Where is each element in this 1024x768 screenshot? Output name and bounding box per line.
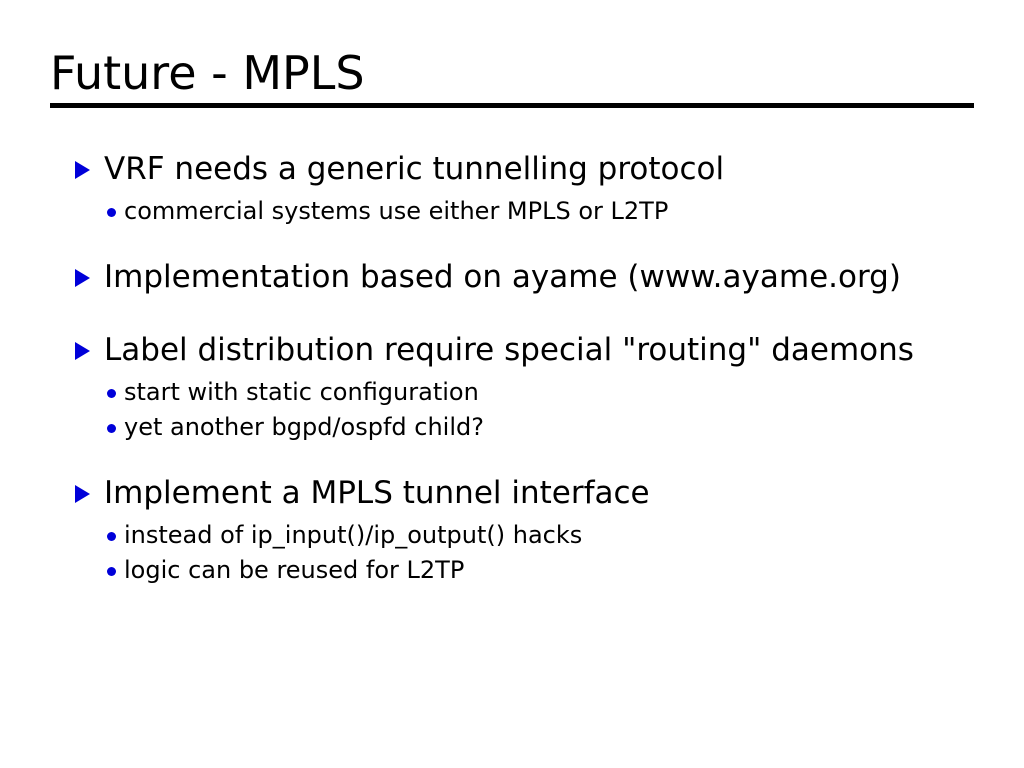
bullet-group-label-distribution: Label distribution require special "rout… xyxy=(0,326,1024,445)
bullet-level2-item: yet another bgpd/ospfd child? xyxy=(0,410,1024,445)
bullet-level2-item: logic can be reused for L2TP xyxy=(0,553,1024,588)
bullet-level2-text: start with static configuration xyxy=(124,378,479,406)
dot-icon xyxy=(107,567,116,576)
bullet-group-tunnel-interface: Implement a MPLS tunnel interface instea… xyxy=(0,469,1024,588)
dot-icon xyxy=(107,208,116,217)
triangle-right-icon xyxy=(75,269,90,287)
bullet-level1-implementation: Implementation based on ayame (www.ayame… xyxy=(0,253,1024,302)
bullet-level1-tunnel-interface: Implement a MPLS tunnel interface xyxy=(0,469,1024,518)
triangle-right-icon xyxy=(75,161,90,179)
triangle-right-icon xyxy=(75,342,90,360)
bullet-level2-item: instead of ip_input()/ip_output() hacks xyxy=(0,518,1024,553)
title-underline-rule xyxy=(50,103,974,108)
bullet-level2-text: logic can be reused for L2TP xyxy=(124,556,465,584)
dot-icon xyxy=(107,389,116,398)
bullet-level2-text: yet another bgpd/ospfd child? xyxy=(124,413,484,441)
bullet-level1-text: VRF needs a generic tunnelling protocol xyxy=(104,151,725,187)
dot-icon xyxy=(107,532,116,541)
dot-icon xyxy=(107,424,116,433)
bullet-level2-text: instead of ip_input()/ip_output() hacks xyxy=(124,521,583,549)
page-title: Future - MPLS xyxy=(50,46,365,100)
bullet-level2-text: commercial systems use either MPLS or L2… xyxy=(124,197,669,225)
bullet-level1-text: Label distribution require special "rout… xyxy=(104,332,914,368)
sub-bullet-list-label-distribution: start with static configuration yet anot… xyxy=(0,375,1024,445)
bullet-level1-vrf: VRF needs a generic tunnelling protocol xyxy=(0,145,1024,194)
slide-title-block: Future - MPLS xyxy=(50,46,974,108)
bullet-group-implementation: Implementation based on ayame (www.ayame… xyxy=(0,253,1024,302)
bullet-group-vrf: VRF needs a generic tunnelling protocol … xyxy=(0,145,1024,229)
bullet-level2-item: commercial systems use either MPLS or L2… xyxy=(0,194,1024,229)
bullet-level1-text: Implement a MPLS tunnel interface xyxy=(104,475,650,511)
triangle-right-icon xyxy=(75,485,90,503)
slide-body: VRF needs a generic tunnelling protocol … xyxy=(0,145,1024,588)
bullet-level2-item: start with static configuration xyxy=(0,375,1024,410)
sub-bullet-list-vrf: commercial systems use either MPLS or L2… xyxy=(0,194,1024,229)
bullet-level1-text: Implementation based on ayame (www.ayame… xyxy=(104,259,901,295)
sub-bullet-list-tunnel-interface: instead of ip_input()/ip_output() hacks … xyxy=(0,518,1024,588)
bullet-level1-label-distribution: Label distribution require special "rout… xyxy=(0,326,1024,375)
